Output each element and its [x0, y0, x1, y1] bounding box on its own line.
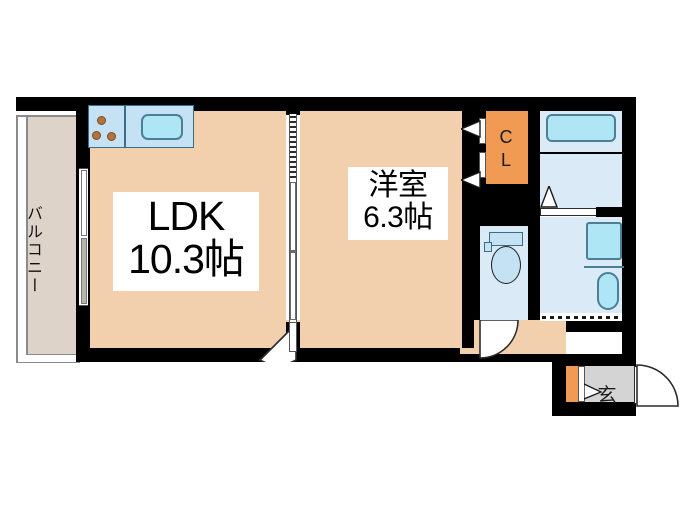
closet-cl: [486, 111, 528, 184]
balcony-label: バルコニー: [24, 205, 41, 295]
wall-entrance-top: [552, 354, 636, 366]
toilet-tank: [489, 232, 523, 246]
ldk-label: LDK 10.3帖: [113, 192, 259, 291]
toilet-bowl: [491, 246, 521, 284]
bedroom-label-line1: 洋室: [368, 169, 429, 202]
ldk-balcony-window-pane-upper: [80, 170, 87, 236]
wall-closet-bottom: [468, 184, 538, 226]
closet-door-arrow-upper-icon: [461, 119, 481, 139]
wall-toilet-left: [468, 226, 480, 320]
kitchen-counter-divider: [124, 105, 126, 148]
wall-bath-bottom: [596, 207, 636, 217]
wall-washroom-left: [528, 217, 540, 320]
ldk-door-arc-icon[interactable]: [258, 322, 298, 362]
bath-door-arrow-icon: [540, 186, 558, 208]
ldk-label-line1: LDK: [147, 193, 226, 239]
gas-stove: [107, 132, 116, 141]
toilet-tank-handle: [484, 242, 492, 252]
washroom-divider: [584, 266, 624, 268]
washbasin: [597, 272, 619, 310]
bath-door-sill[interactable]: [540, 208, 600, 216]
shoe-cabinet-arrow-icon: [584, 383, 602, 400]
ldk-label-line2: 10.3帖: [128, 236, 245, 283]
ldk-door-leaf[interactable]: [289, 322, 297, 352]
closet-door-arrow-lower-icon: [461, 170, 481, 190]
wall-ldk-bedroom-top: [286, 97, 300, 115]
bedroom-label: 洋室 6.3帖: [348, 167, 448, 240]
sliding-door-handle: [290, 250, 296, 253]
toilet-door-arc-icon[interactable]: [478, 320, 526, 360]
wall-bottom-main: [76, 348, 566, 362]
balcony-floor: [27, 116, 79, 354]
ldk-balcony-window[interactable]: [79, 168, 88, 306]
wall-entrance-left: [552, 360, 566, 416]
shoe-cabinet: [566, 366, 578, 402]
gas-stove: [92, 131, 101, 140]
ldk-balcony-window-pane-lower: [80, 238, 87, 304]
washing-machine: [586, 222, 622, 260]
closet-label-line2: L: [500, 150, 511, 170]
closet-label-line1: C: [499, 127, 513, 147]
closet-door-leaf-lower[interactable]: [479, 152, 486, 178]
gas-stove: [97, 116, 106, 125]
wall-entrance-bottom: [552, 402, 636, 416]
bathroom-divider: [540, 152, 622, 154]
wall-bath-left: [528, 97, 540, 217]
bedroom-label-line2: 6.3帖: [363, 200, 433, 234]
closet-label: C L: [494, 126, 518, 174]
bathtub: [546, 114, 616, 142]
entrance-label: 玄: [597, 385, 617, 406]
kitchen-sink: [141, 114, 183, 140]
washroom-threshold-hatch: [542, 316, 620, 319]
front-door-arc-icon[interactable]: [636, 364, 680, 408]
sliding-door-hatch: [290, 116, 296, 180]
